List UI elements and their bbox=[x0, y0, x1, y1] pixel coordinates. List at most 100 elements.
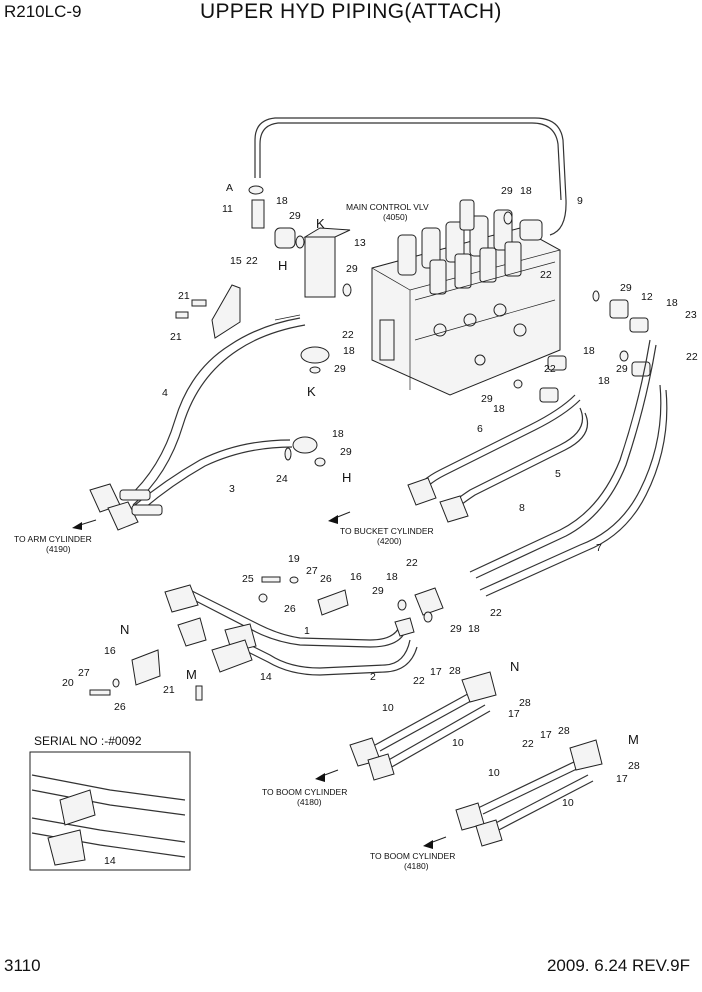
label-4: 4 bbox=[162, 387, 168, 399]
label-26: 26 bbox=[320, 573, 332, 585]
label-23: 23 bbox=[685, 309, 697, 321]
label-22e: 22 bbox=[544, 363, 556, 375]
label-A: A bbox=[226, 182, 233, 194]
label-16: 16 bbox=[350, 571, 362, 583]
label-11: 11 bbox=[222, 203, 233, 215]
label-16b: 16 bbox=[104, 645, 116, 657]
label-14b: 14 bbox=[104, 855, 116, 867]
label-29d: 29 bbox=[340, 446, 352, 458]
label-24: 24 bbox=[276, 473, 288, 485]
boom-cylinder-name-1: TO BOOM CYLINDER bbox=[262, 787, 347, 797]
label-28d: 28 bbox=[628, 760, 640, 772]
label-9: 9 bbox=[577, 195, 583, 207]
label-18: 18 bbox=[276, 195, 288, 207]
label-18b: 18 bbox=[343, 345, 355, 357]
label-18g: 18 bbox=[598, 375, 610, 387]
bucket-cylinder-code: (4200) bbox=[377, 536, 402, 546]
label-H: H bbox=[278, 258, 287, 273]
label-26c: 26 bbox=[114, 701, 126, 713]
label-12: 12 bbox=[641, 291, 653, 303]
arm-cylinder-code: (4190) bbox=[46, 544, 71, 554]
pipe-2 bbox=[239, 639, 411, 669]
label-5: 5 bbox=[555, 468, 561, 480]
label-29: 29 bbox=[289, 210, 301, 222]
label-17: 17 bbox=[430, 666, 442, 678]
label-N: N bbox=[120, 622, 129, 637]
label-29f: 29 bbox=[620, 282, 632, 294]
label-26b: 26 bbox=[284, 603, 296, 615]
label-29j: 29 bbox=[450, 623, 462, 635]
label-15: 15 bbox=[230, 255, 242, 267]
label-28c: 28 bbox=[558, 725, 570, 737]
page-number: 3110 bbox=[4, 956, 41, 975]
hose-7 bbox=[479, 384, 662, 591]
label-13: 13 bbox=[354, 237, 366, 249]
label-17d: 17 bbox=[616, 773, 628, 785]
label-8: 8 bbox=[519, 502, 525, 514]
main-control-valve bbox=[371, 199, 561, 396]
label-19: 19 bbox=[288, 553, 300, 565]
label-29h: 29 bbox=[481, 393, 493, 405]
label-M2: M bbox=[628, 732, 639, 747]
label-21b: 21 bbox=[170, 331, 182, 343]
page-title: UPPER HYD PIPING(ATTACH) bbox=[200, 0, 502, 23]
label-3: 3 bbox=[229, 483, 235, 495]
label-K: K bbox=[316, 216, 325, 231]
label-7: 7 bbox=[596, 542, 602, 554]
bracket-15 bbox=[211, 284, 241, 339]
hose-4 bbox=[124, 317, 301, 501]
label-18h: 18 bbox=[493, 403, 505, 415]
main-control-name: MAIN CONTROL VLV bbox=[346, 202, 429, 212]
arm-cylinder-name: TO ARM CYLINDER bbox=[14, 534, 92, 544]
label-27: 27 bbox=[306, 565, 318, 577]
label-22h: 22 bbox=[413, 675, 425, 687]
boom-hoses-upper bbox=[349, 671, 497, 781]
label-20: 20 bbox=[62, 677, 74, 689]
label-M: M bbox=[186, 667, 197, 682]
label-6: 6 bbox=[477, 423, 483, 435]
revision-date: 2009. 6.24 REV.9F bbox=[546, 956, 690, 975]
hose-9 bbox=[254, 117, 567, 236]
boom-cylinder-code-1: (4180) bbox=[297, 797, 322, 807]
label-H2: H bbox=[342, 470, 351, 485]
boom-cylinder-name-2: TO BOOM CYLINDER bbox=[370, 851, 455, 861]
label-10c: 10 bbox=[488, 767, 500, 779]
boom-hoses-lower bbox=[455, 739, 603, 847]
label-28b: 28 bbox=[519, 697, 531, 709]
bucket-flanges bbox=[407, 477, 469, 523]
label-22: 22 bbox=[246, 255, 258, 267]
label-17b: 17 bbox=[508, 708, 520, 720]
label-1: 1 bbox=[304, 625, 310, 637]
hose-8 bbox=[469, 339, 651, 573]
label-29b: 29 bbox=[346, 263, 358, 275]
label-29g: 29 bbox=[616, 363, 628, 375]
label-18c: 18 bbox=[332, 428, 344, 440]
label-29i: 29 bbox=[372, 585, 384, 597]
pipe-1 bbox=[189, 589, 401, 641]
serial-number-note: SERIAL NO :-#0092 bbox=[34, 734, 142, 748]
label-18j: 18 bbox=[468, 623, 480, 635]
clamp-16 bbox=[317, 589, 349, 616]
arm-cylinder-flanges bbox=[89, 483, 163, 531]
label-25: 25 bbox=[242, 573, 254, 585]
label-29c: 29 bbox=[334, 363, 346, 375]
boom-cylinder-code-2: (4180) bbox=[404, 861, 429, 871]
main-control-code: (4050) bbox=[383, 212, 408, 222]
hose-5 bbox=[449, 407, 584, 506]
model-number: R210LC-9 bbox=[4, 2, 82, 21]
label-22c: 22 bbox=[540, 269, 552, 281]
label-2: 2 bbox=[370, 671, 376, 683]
label-22i: 22 bbox=[522, 738, 534, 750]
label-22d: 22 bbox=[686, 351, 698, 363]
label-N2: N bbox=[510, 659, 519, 674]
label-18d: 18 bbox=[520, 185, 532, 197]
label-10: 10 bbox=[382, 702, 394, 714]
label-29e: 29 bbox=[501, 185, 513, 197]
bucket-cylinder-name: TO BUCKET CYLINDER bbox=[340, 526, 434, 536]
label-21: 21 bbox=[178, 290, 190, 302]
label-17c: 17 bbox=[540, 729, 552, 741]
label-21c: 21 bbox=[163, 684, 175, 696]
label-22g: 22 bbox=[490, 607, 502, 619]
label-28: 28 bbox=[449, 665, 461, 677]
